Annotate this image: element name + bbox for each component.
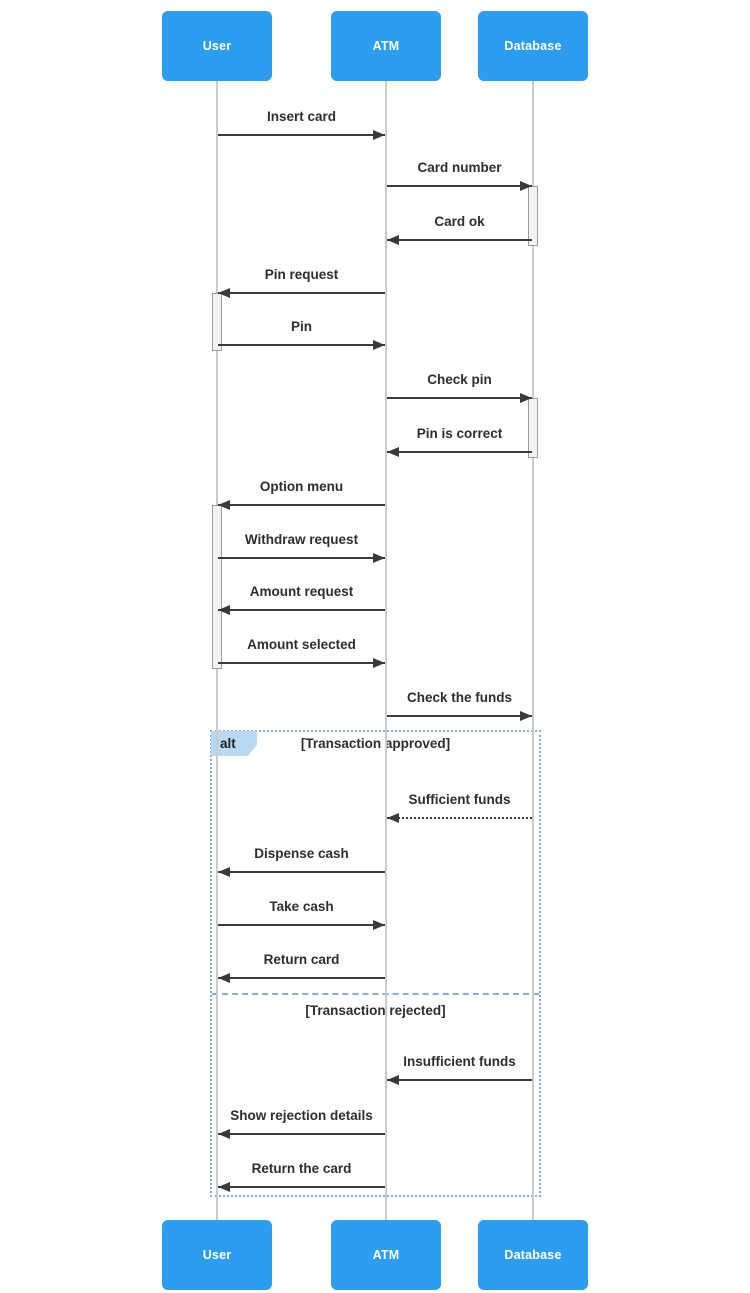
arrowhead-icon — [387, 234, 399, 245]
actor-label: ATM — [372, 1248, 400, 1262]
message-line — [218, 557, 385, 559]
message-line — [218, 609, 385, 611]
lifeline-database — [532, 81, 534, 1220]
arrowhead-icon — [218, 604, 230, 615]
message-line — [218, 871, 385, 873]
arrowhead-icon — [373, 129, 385, 140]
arrowhead-icon — [520, 392, 532, 403]
arrowhead-icon — [218, 499, 230, 510]
message-line — [218, 977, 385, 979]
message-line — [387, 397, 532, 399]
message-line — [218, 662, 385, 664]
actor-label: ATM — [372, 39, 400, 53]
actor-label: User — [202, 39, 232, 53]
arrowhead-icon — [218, 287, 230, 298]
message-label: Pin — [290, 319, 312, 334]
arrowhead-icon — [218, 1181, 230, 1192]
message-line — [387, 451, 532, 453]
message-label: Sufficient funds — [408, 792, 511, 807]
activation-bar-user[interactable] — [212, 505, 222, 669]
message-label: Check pin — [427, 372, 492, 387]
arrowhead-icon — [373, 339, 385, 350]
alt-fragment-operator-tag: alt — [211, 731, 257, 756]
message-line — [218, 292, 385, 294]
message-line — [218, 1133, 385, 1135]
actor-box-atm-top[interactable]: ATM — [331, 11, 441, 81]
arrowhead-icon — [373, 552, 385, 563]
activation-bar-database[interactable] — [528, 398, 538, 458]
message-label: Take cash — [269, 899, 334, 914]
message-line — [387, 1079, 532, 1081]
actor-box-atm-bottom[interactable]: ATM — [331, 1220, 441, 1290]
message-label: Option menu — [259, 479, 344, 494]
arrowhead-icon — [387, 446, 399, 457]
activation-bar-user[interactable] — [212, 293, 222, 351]
message-line — [387, 817, 532, 819]
activation-bar-database[interactable] — [528, 186, 538, 246]
arrowhead-icon — [218, 1128, 230, 1139]
arrowhead-icon — [218, 866, 230, 877]
arrowhead-icon — [387, 1074, 399, 1085]
alt-fragment-divider — [212, 993, 539, 995]
arrowhead-icon — [218, 972, 230, 983]
message-label: Amount request — [249, 584, 354, 599]
message-label: Show rejection details — [230, 1108, 373, 1123]
message-label: Pin request — [264, 267, 339, 282]
lifeline-atm — [385, 81, 387, 1220]
message-label: Dispense cash — [254, 846, 349, 861]
arrowhead-icon — [520, 710, 532, 721]
message-label: Card number — [417, 160, 502, 175]
actor-box-database-bottom[interactable]: Database — [478, 1220, 588, 1290]
message-line — [218, 134, 385, 136]
message-label: Return card — [263, 952, 340, 967]
message-label: Insufficient funds — [403, 1054, 516, 1069]
message-label: Return the card — [251, 1161, 352, 1176]
message-label: Insert card — [266, 109, 337, 124]
arrowhead-icon — [373, 919, 385, 930]
message-line — [218, 504, 385, 506]
actor-box-user-top[interactable]: User — [162, 11, 272, 81]
actor-box-database-top[interactable]: Database — [478, 11, 588, 81]
alt-condition-rejected: [Transaction rejected] — [305, 1003, 446, 1018]
message-label: Card ok — [434, 214, 485, 229]
message-line — [218, 344, 385, 346]
arrowhead-icon — [387, 812, 399, 823]
message-line — [218, 924, 385, 926]
message-label: Withdraw request — [244, 532, 359, 547]
arrowhead-icon — [373, 657, 385, 668]
message-label: Amount selected — [247, 637, 356, 652]
alt-fragment-frame[interactable]: alt — [210, 730, 541, 1197]
actor-label: Database — [504, 39, 562, 53]
message-line — [218, 1186, 385, 1188]
alt-condition-approved: [Transaction approved] — [300, 736, 451, 751]
message-label: Pin is correct — [416, 426, 503, 441]
actor-label: Database — [504, 1248, 562, 1262]
message-label: Check the funds — [406, 690, 512, 705]
message-line — [387, 715, 532, 717]
arrowhead-icon — [520, 180, 532, 191]
message-line — [387, 185, 532, 187]
actor-label: User — [202, 1248, 232, 1262]
actor-box-user-bottom[interactable]: User — [162, 1220, 272, 1290]
message-line — [387, 239, 532, 241]
